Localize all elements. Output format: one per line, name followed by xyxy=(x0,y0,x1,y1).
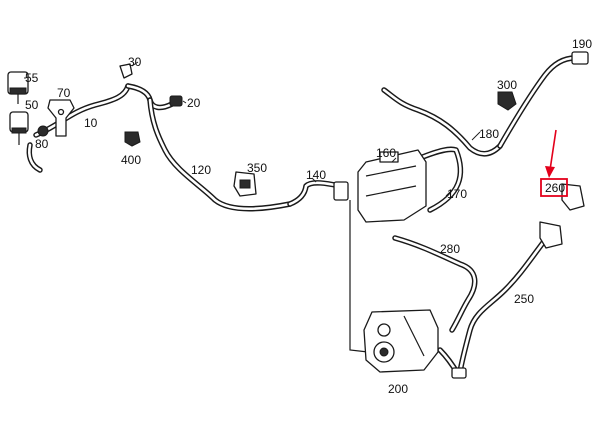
highlight-arrow-head xyxy=(545,166,555,178)
label-160: 160 xyxy=(376,146,396,160)
label-10: 10 xyxy=(84,116,98,130)
connector-20 xyxy=(169,95,183,107)
reservoir-160 xyxy=(357,149,427,223)
label-280: 280 xyxy=(440,242,460,256)
label-20: 20 xyxy=(187,96,201,110)
clip-30 xyxy=(119,63,133,79)
label-50: 50 xyxy=(25,98,39,112)
pump-200 xyxy=(363,309,439,373)
clip-80 xyxy=(37,125,49,137)
fitting-250 xyxy=(451,367,467,379)
connector-140 xyxy=(333,181,349,201)
label-170: 170 xyxy=(447,187,467,201)
label-190: 190 xyxy=(572,37,592,51)
sensor-350 xyxy=(233,171,257,197)
label-120: 120 xyxy=(191,163,211,177)
label-80: 80 xyxy=(35,137,49,151)
label-300: 300 xyxy=(497,78,517,92)
label-200: 200 xyxy=(388,382,408,396)
label-140: 140 xyxy=(306,168,326,182)
highlight-box xyxy=(540,178,568,197)
bracket-70 xyxy=(47,99,75,137)
label-70: 70 xyxy=(57,86,71,100)
vacuum-line xyxy=(349,200,369,353)
valve-55 xyxy=(7,71,29,104)
highlight-arrow-shaft xyxy=(549,129,557,171)
part-labels: 55 50 70 80 10 30 20 400 120 350 140 160… xyxy=(25,37,592,396)
clip-400 xyxy=(124,131,141,147)
fitting-260 xyxy=(539,183,585,249)
label-260: 260 xyxy=(545,181,565,195)
leader-lines xyxy=(24,61,481,197)
label-180: 180 xyxy=(479,127,499,141)
highlight-callout: 260 xyxy=(540,129,568,197)
hose-network xyxy=(26,55,578,377)
valve-50 xyxy=(9,111,29,145)
label-400: 400 xyxy=(121,153,141,167)
label-55: 55 xyxy=(25,71,39,85)
clip-300 xyxy=(497,91,517,111)
label-350: 350 xyxy=(247,161,267,175)
label-30: 30 xyxy=(128,55,142,69)
connector-190 xyxy=(571,51,589,65)
label-250: 250 xyxy=(514,292,534,306)
